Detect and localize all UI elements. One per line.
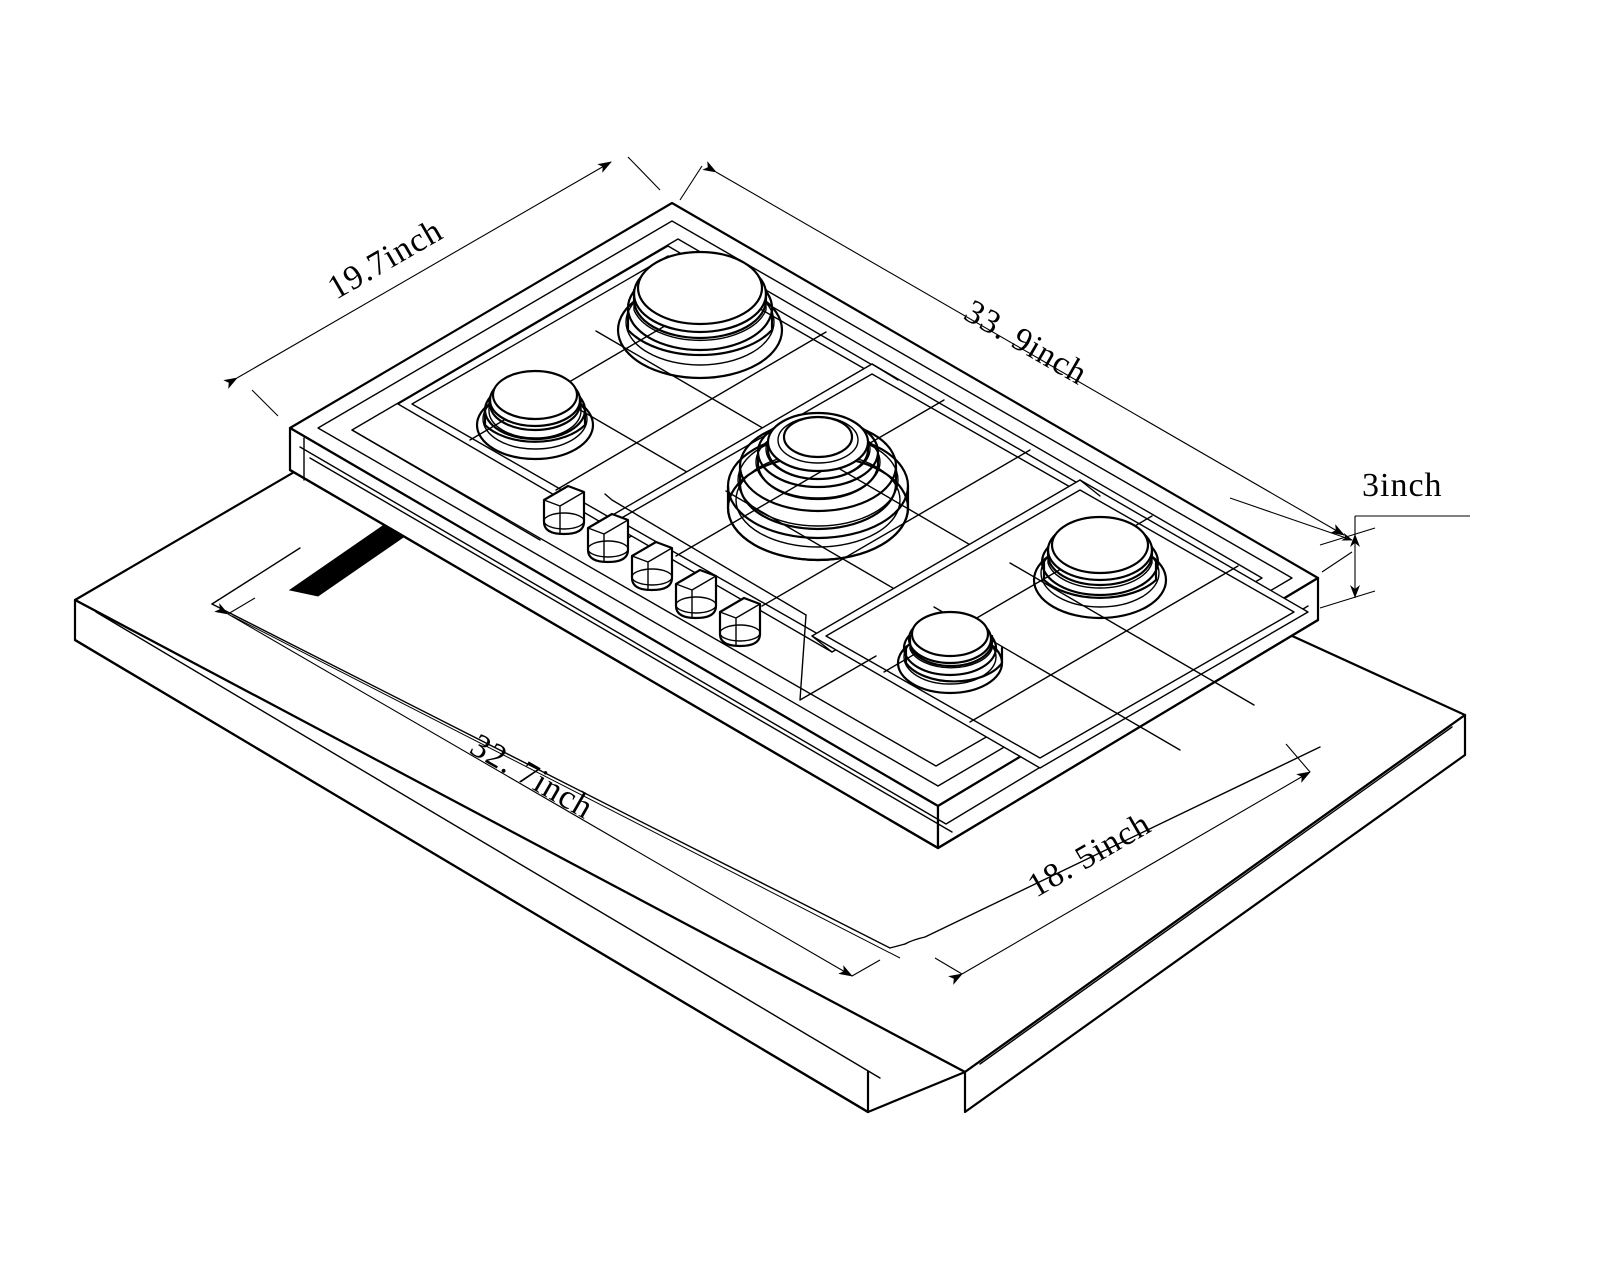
dimension-3inch: 3inch — [1229, 467, 1470, 609]
dimension-label-3inch: 3inch — [1362, 467, 1443, 504]
knob-2[interactable] — [586, 512, 630, 564]
knob-1[interactable] — [542, 484, 586, 536]
knob-3[interactable] — [630, 540, 674, 592]
burner-right — [1032, 515, 1168, 620]
dimension-label-33-9inch: 33. 9inch — [958, 293, 1094, 393]
burner-front-center — [896, 610, 1004, 695]
